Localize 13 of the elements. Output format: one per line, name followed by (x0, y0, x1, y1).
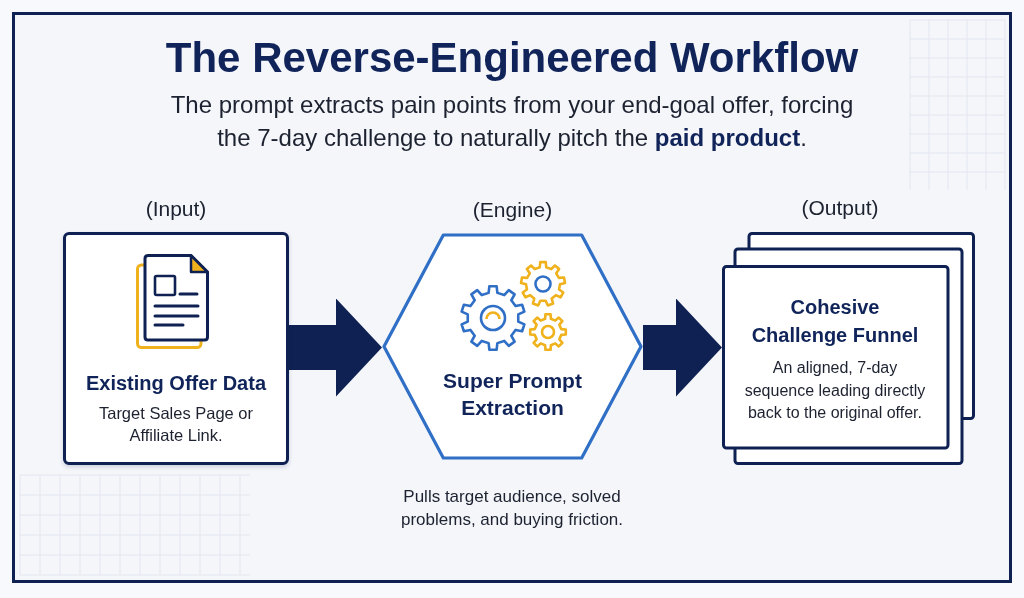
title: The Reverse-Engineered Workflow (164, 33, 860, 83)
stage-label: (Engine) (471, 197, 554, 223)
block-arrow (289, 298, 382, 397)
subtitle: The prompt extracts pain points from your end-goal offer, forcing the 7-day challenge to naturally pitch the paid product. (169, 89, 855, 153)
node-caption: Pulls target audience, solved problems, and buying friction. (399, 486, 625, 531)
card-title: Cohesive Challenge Funnel (750, 295, 920, 348)
card-title: Existing Offer Data (84, 371, 268, 396)
stage-label: (Input) (144, 196, 208, 222)
card-description: An aligned, 7-day sequence leading directly back to the original offer. (743, 358, 927, 423)
hexagon-title: Super Prompt Extraction (442, 367, 583, 421)
card-description: Target Sales Page or Affiliate Link. (97, 403, 255, 446)
stage-label: (Output) (800, 195, 880, 221)
block-arrow (643, 298, 722, 397)
